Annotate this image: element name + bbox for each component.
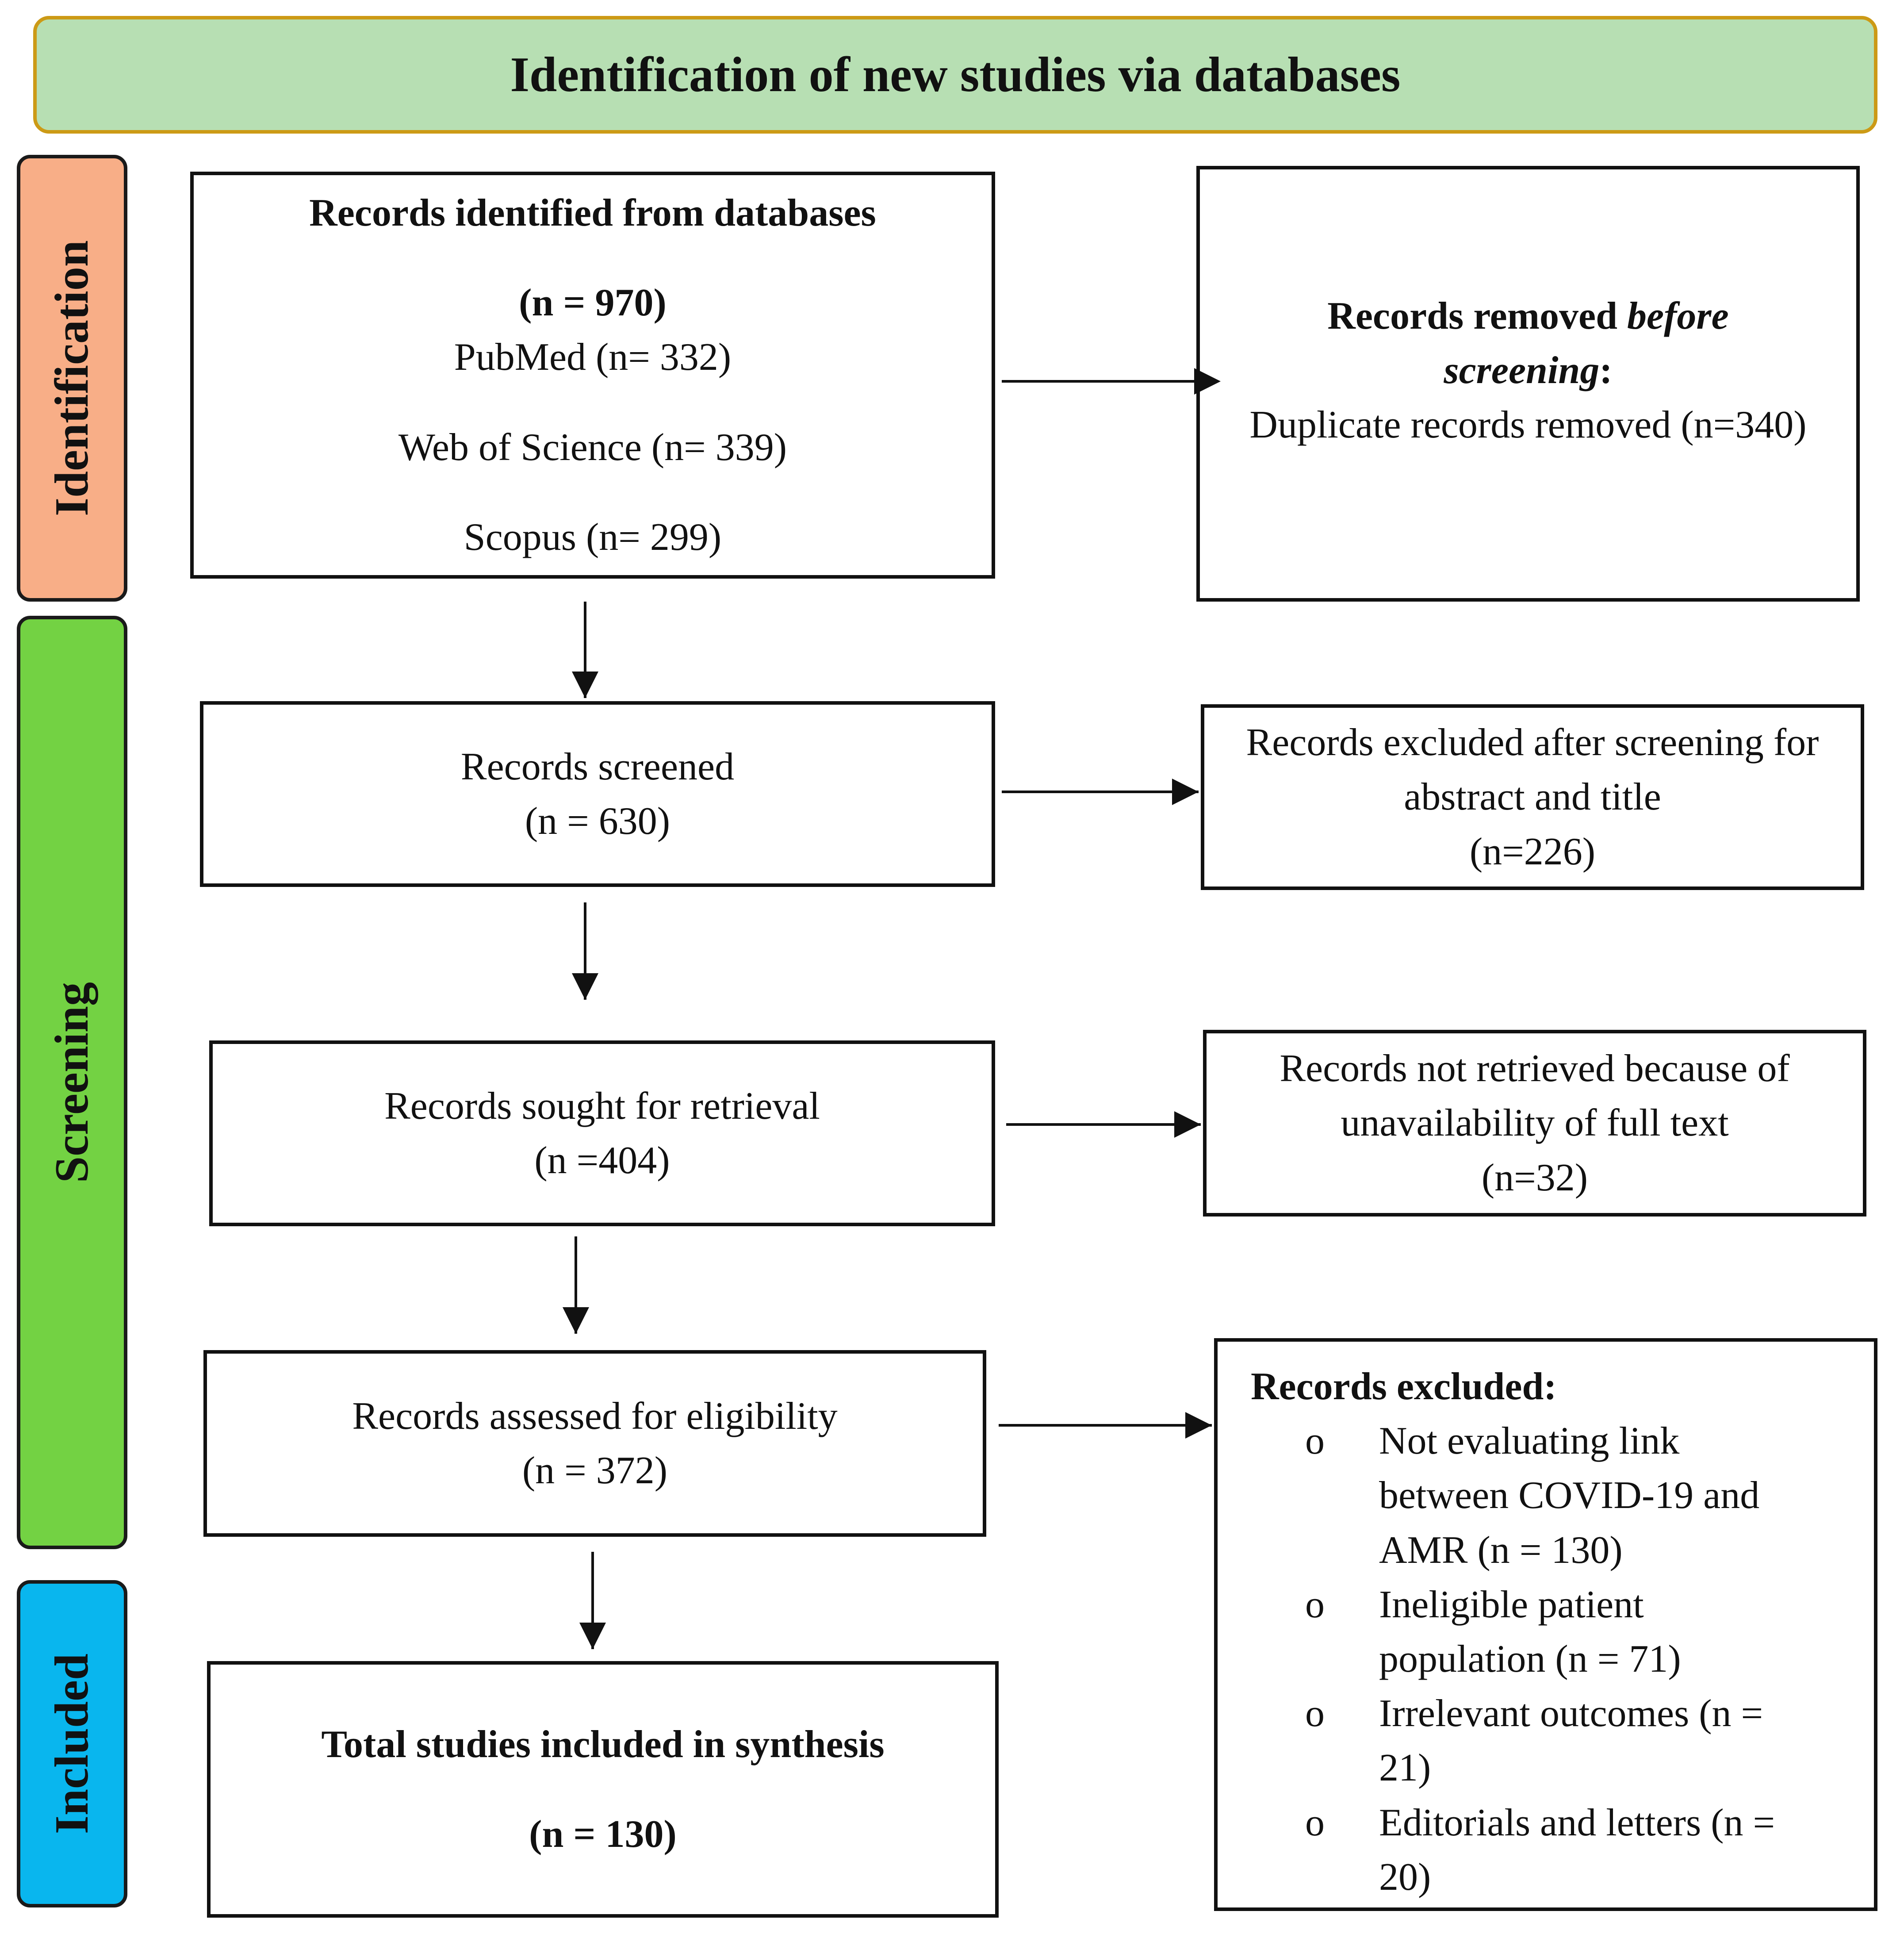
bullet-marker: o (1305, 1420, 1325, 1463)
exclusion-reason-line: Editorials and letters (n = (1379, 1801, 1775, 1844)
records-assessed-label: Records assessed for eligibility (352, 1394, 838, 1438)
records-sought-box: Records sought for retrieval (n =404) (209, 1040, 995, 1226)
page-title-text: Identification of new studies via databa… (510, 47, 1401, 102)
exclusion-reason-item: o Not evaluating link between COVID-19 a… (1251, 1414, 1847, 1577)
excluded-screening-line1: Records excluded after screening for (1246, 721, 1819, 764)
exclusion-reason-line: Not evaluating link (1379, 1420, 1680, 1463)
records-screened-box: Records screened (n = 630) (200, 701, 995, 887)
arrowhead-down (572, 672, 598, 698)
not-retrieved-count: (n=32) (1481, 1156, 1588, 1199)
duplicate-records-removed: Duplicate records removed (n=340) (1249, 403, 1807, 447)
web-of-science-count: Web of Science (n= 339) (398, 426, 787, 469)
records-identified-total: (n = 970) (519, 281, 667, 325)
scopus-count: Scopus (n= 299) (464, 515, 722, 559)
exclusion-reason-line: 21) (1379, 1746, 1431, 1790)
records-excluded-title: Records excluded: (1251, 1365, 1557, 1408)
arrowhead-down (579, 1623, 606, 1649)
records-removed-title: Records removed before (1327, 295, 1729, 338)
exclusion-reasons-list: o Not evaluating link between COVID-19 a… (1251, 1414, 1847, 1904)
bullet-marker: o (1305, 1801, 1325, 1844)
bullet-marker: o (1305, 1583, 1325, 1626)
records-excluded-box: Records excluded: o Not evaluating link … (1214, 1338, 1877, 1911)
arrowhead-down (563, 1307, 589, 1334)
arrowhead-right (1172, 779, 1199, 805)
stage-screening: Screening (17, 616, 127, 1549)
arrowhead-right (1185, 1412, 1212, 1439)
total-included-title: Total studies included in synthesis (321, 1723, 885, 1766)
stage-included: Included (17, 1580, 127, 1907)
records-assessed-count: (n = 372) (522, 1449, 668, 1492)
records-identified-title: Records identified from databases (309, 192, 876, 235)
records-screened-count: (n = 630) (525, 800, 670, 843)
records-removed-title-cont: screening: (1444, 349, 1613, 392)
page-title: Identification of new studies via databa… (33, 16, 1877, 134)
total-included-count: (n = 130) (529, 1813, 677, 1856)
records-excluded-screening-box: Records excluded after screening for abs… (1201, 704, 1864, 890)
arrowhead-right (1174, 1111, 1201, 1138)
not-retrieved-line2: unavailability of full text (1341, 1101, 1729, 1145)
exclusion-reason-line: between COVID-19 and (1379, 1474, 1760, 1517)
excluded-screening-count: (n=226) (1469, 830, 1596, 873)
records-assessed-box: Records assessed for eligibility (n = 37… (203, 1350, 986, 1537)
exclusion-reason-line: Irrelevant outcomes (n = (1379, 1692, 1763, 1735)
records-removed-box: Records removed before screening: Duplic… (1196, 166, 1860, 602)
excluded-screening-line2: abstract and title (1404, 775, 1661, 819)
bullet-marker: o (1305, 1692, 1325, 1735)
total-included-box: Total studies included in synthesis (n =… (207, 1661, 999, 1918)
pubmed-count: PubMed (n= 332) (454, 336, 732, 379)
exclusion-reason-line: AMR (n = 130) (1379, 1528, 1623, 1572)
exclusion-reason-item: o Ineligible patient population (n = 71) (1251, 1577, 1847, 1686)
records-not-retrieved-box: Records not retrieved because of unavail… (1203, 1030, 1866, 1217)
records-sought-count: (n =404) (534, 1139, 670, 1182)
exclusion-reason-line: 20) (1379, 1855, 1431, 1899)
records-identified-box: Records identified from databases (n = 9… (190, 172, 995, 579)
stage-identification: Identification (17, 155, 127, 602)
exclusion-reason-line: population (n = 71) (1379, 1637, 1681, 1681)
exclusion-reason-item: o Editorials and letters (n = 20) (1251, 1796, 1847, 1904)
records-screened-label: Records screened (460, 745, 735, 788)
arrowhead-right (1194, 368, 1221, 395)
exclusion-reason-item: o Irrelevant outcomes (n = 21) (1251, 1686, 1847, 1795)
exclusion-reason-line: Ineligible patient (1379, 1583, 1644, 1626)
arrowhead-down (572, 973, 598, 1000)
not-retrieved-line1: Records not retrieved because of (1280, 1047, 1790, 1090)
records-sought-label: Records sought for retrieval (384, 1084, 820, 1128)
